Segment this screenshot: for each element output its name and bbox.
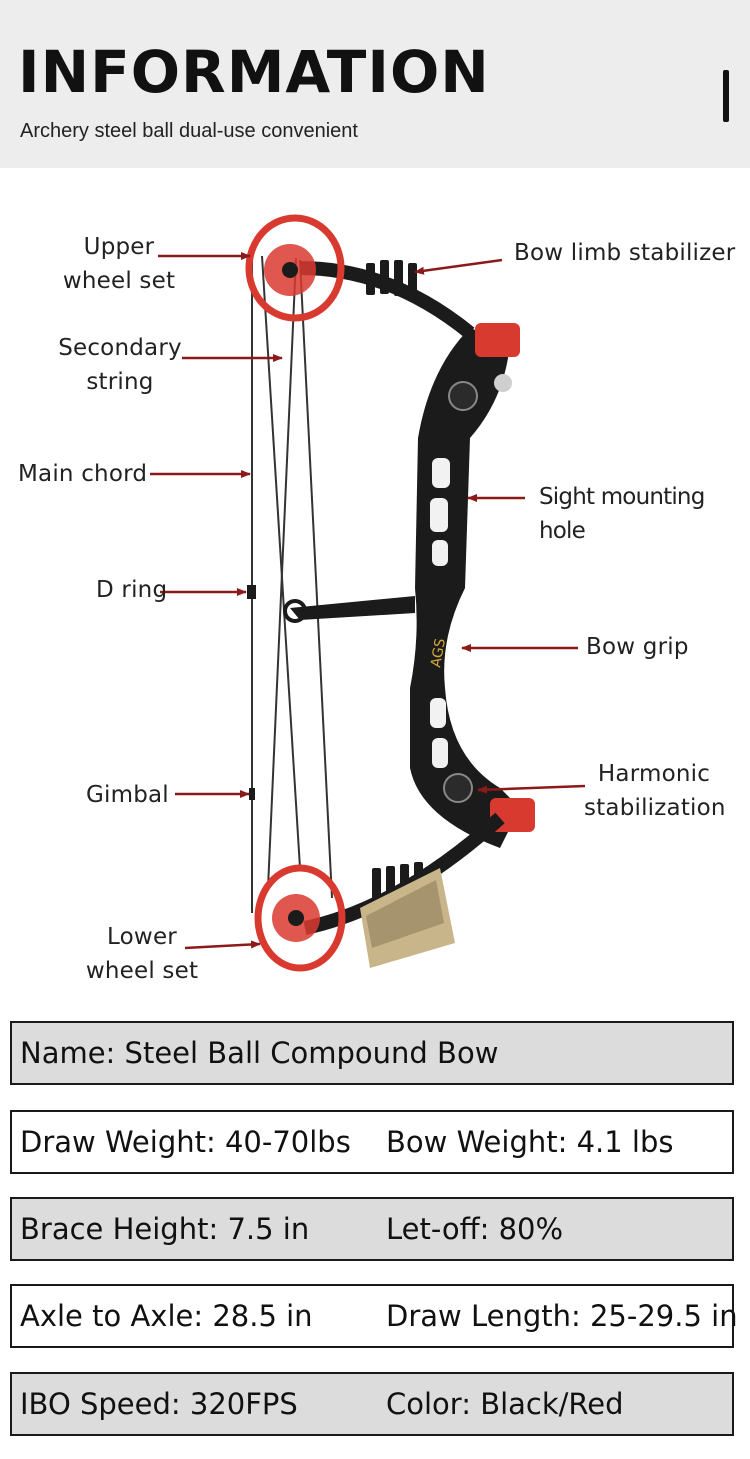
upper-harmonic-stabilizer bbox=[448, 381, 478, 411]
bow-diagram: AGS bbox=[0, 168, 750, 1008]
secondary-string-3 bbox=[299, 259, 333, 899]
arrow-rest-ring bbox=[283, 599, 307, 623]
spec-row-brace: Brace Height: 7.5 in Let-off: 80% bbox=[10, 1197, 734, 1261]
upper-knob bbox=[494, 374, 512, 392]
upper-limb-stabilizer bbox=[366, 260, 417, 297]
label-sight-mounting-hole: Sight mounting hole bbox=[539, 484, 705, 544]
arrow-limb-stabilizer bbox=[414, 258, 503, 275]
label-line: Upper bbox=[83, 234, 155, 260]
label-line: Secondary bbox=[58, 335, 182, 361]
label-gimbal: Gimbal bbox=[86, 782, 169, 808]
spec-name: Name: Steel Ball Compound Bow bbox=[20, 1036, 499, 1070]
lower-harmonic-stabilizer bbox=[443, 773, 473, 803]
arrow-lower-wheel bbox=[184, 940, 261, 950]
spec-ibo-speed: IBO Speed: 320FPS bbox=[20, 1387, 298, 1421]
label-line: wheel set bbox=[62, 268, 176, 294]
bow-strings bbox=[251, 255, 333, 913]
bow-illustration: AGS bbox=[150, 214, 586, 972]
callout-arrows bbox=[150, 252, 586, 950]
gimbal-marker bbox=[249, 788, 255, 800]
page-title: INFORMATION bbox=[18, 38, 490, 106]
label-line: wheel set bbox=[85, 958, 199, 984]
spec-let-off: Let-off: 80% bbox=[386, 1212, 564, 1246]
spec-draw-weight: Draw Weight: 40-70lbs bbox=[20, 1125, 351, 1159]
spec-row-speed: IBO Speed: 320FPS Color: Black/Red bbox=[10, 1372, 734, 1436]
arrow-harmonic bbox=[477, 784, 586, 794]
header-accent-bar bbox=[723, 70, 729, 122]
secondary-string-2 bbox=[267, 257, 297, 889]
label-line: stabilization bbox=[584, 795, 726, 821]
lower-wheel bbox=[254, 864, 346, 972]
label-secondary-string: Secondary string bbox=[56, 331, 184, 399]
spec-brace-height: Brace Height: 7.5 in bbox=[20, 1212, 310, 1246]
label-bow-grip: Bow grip bbox=[586, 634, 689, 660]
secondary-string-1 bbox=[261, 255, 301, 869]
header-banner: INFORMATION Archery steel ball dual-use … bbox=[0, 0, 750, 168]
label-lower-wheel-set: Lower wheel set bbox=[84, 920, 200, 988]
upper-red-bracket bbox=[475, 323, 520, 357]
spec-row-lengths: Axle to Axle: 28.5 in Draw Length: 25-29… bbox=[10, 1284, 738, 1348]
svg-text:AGS: AGS bbox=[428, 637, 449, 669]
arrow-rest bbox=[290, 596, 415, 620]
spec-bow-weight: Bow Weight: 4.1 lbs bbox=[386, 1125, 674, 1159]
label-line: Lower bbox=[107, 924, 177, 950]
page-subtitle: Archery steel ball dual-use convenient bbox=[20, 120, 358, 142]
upper-wheel bbox=[245, 214, 345, 322]
label-harmonic-stabilization: Harmonic stabilization bbox=[584, 757, 726, 825]
hang-tag bbox=[360, 868, 455, 968]
spec-row-weights: Draw Weight: 40-70lbs Bow Weight: 4.1 lb… bbox=[10, 1110, 734, 1174]
label-line: string bbox=[86, 369, 154, 395]
spec-color: Color: Black/Red bbox=[386, 1387, 624, 1421]
label-bow-limb-stabilizer: Bow limb stabilizer bbox=[514, 240, 736, 266]
d-ring-marker bbox=[247, 585, 256, 599]
label-d-ring: D ring bbox=[96, 577, 168, 603]
label-main-chord: Main chord bbox=[18, 461, 148, 487]
spec-axle-to-axle: Axle to Axle: 28.5 in bbox=[20, 1299, 313, 1333]
riser-cutouts bbox=[430, 458, 450, 768]
spec-draw-length: Draw Length: 25-29.5 in bbox=[386, 1299, 738, 1333]
spec-row-name: Name: Steel Ball Compound Bow bbox=[10, 1021, 734, 1085]
label-line: Harmonic bbox=[597, 761, 711, 787]
label-upper-wheel-set: Upper wheel set bbox=[60, 230, 178, 298]
